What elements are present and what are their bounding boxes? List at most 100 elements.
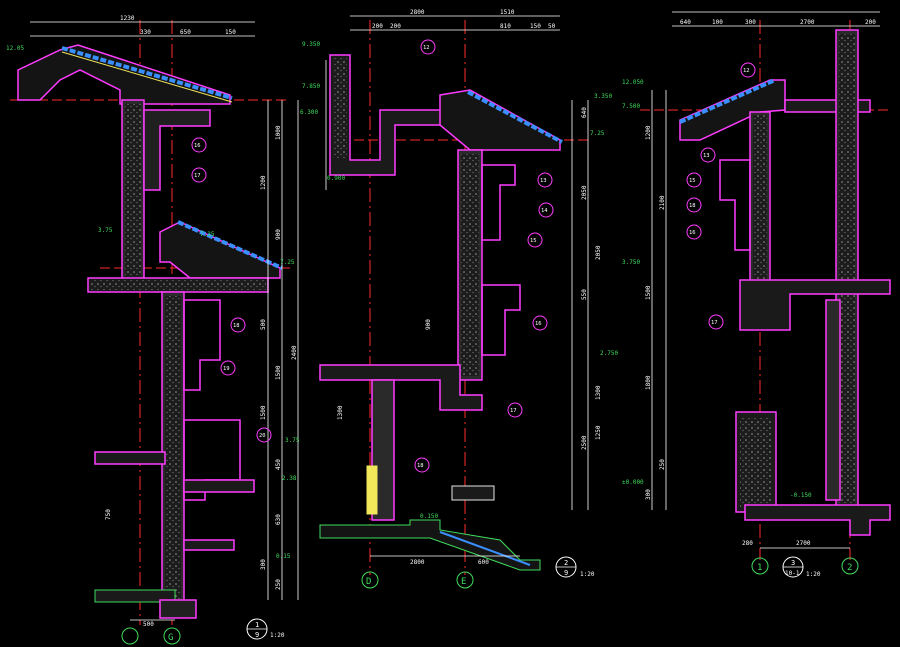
axis-bubble-label: 2	[847, 563, 852, 573]
roof-tiles	[467, 90, 563, 144]
level-mark: 3.350	[594, 93, 612, 100]
axis-bubble	[361, 571, 379, 589]
top-dimension-label: 640	[680, 19, 691, 26]
vertical-dimension-label: 1500	[645, 285, 652, 300]
vertical-dimension-label: 2500	[581, 435, 588, 450]
wall-column-fill	[125, 104, 141, 286]
detail-callout	[256, 427, 272, 443]
top-dimension-label: 1510	[500, 9, 515, 16]
window-frame	[481, 164, 516, 241]
top-dimension-label: 810	[500, 23, 511, 30]
level-mark: 7.25	[280, 259, 295, 266]
window-frame	[719, 159, 751, 251]
section-1-group	[10, 20, 299, 625]
vertical-dimension-label: 250	[659, 459, 666, 470]
detail-callout	[700, 147, 716, 163]
balcony-slab	[94, 451, 166, 465]
foundation	[159, 599, 197, 619]
axis-bubble	[121, 627, 139, 645]
detail-callout-label: 18	[417, 463, 424, 469]
vertical-dimension-label: 750	[105, 509, 112, 520]
level-mark: 9.350	[302, 41, 320, 48]
vertical-dimension-label: 1200	[645, 125, 652, 140]
vertical-dimension-label: 300	[645, 489, 652, 500]
section-2-group	[319, 15, 590, 575]
detail-callout-label: 12	[423, 45, 430, 51]
wall-return	[143, 109, 211, 191]
wall-column	[825, 299, 841, 501]
detail-callout-label: 19	[223, 366, 230, 372]
top-dimension-label: 150	[225, 29, 236, 36]
vertical-dimension-label: 1500	[275, 365, 282, 380]
roof-eave	[439, 89, 561, 151]
vertical-dimension-label: 630	[275, 514, 282, 525]
detail-callout-label: 16	[689, 230, 696, 236]
level-mark: 7.500	[622, 103, 640, 110]
bottom-dimension-label: 2800	[410, 559, 425, 566]
section-number: 1	[255, 621, 259, 629]
roof-eave	[17, 44, 231, 105]
level-mark: 3.75	[285, 437, 300, 444]
ground-slab	[744, 504, 891, 536]
ground-slab	[94, 589, 176, 603]
vertical-dimension-label: 1000	[275, 125, 282, 140]
level-mark: 6.300	[300, 109, 318, 116]
axis-bubble	[841, 557, 859, 575]
vertical-dimension-label: 900	[425, 319, 432, 330]
detail-callout	[191, 137, 207, 153]
section-2-detail-refs: 12 13 14 15 16 17 18	[414, 39, 554, 473]
detail-callout-label: 15	[530, 238, 537, 244]
detail-callout	[532, 315, 548, 331]
detail-callout-label: 16	[535, 321, 542, 327]
top-dimension-label: 2800	[410, 9, 425, 16]
roof-mid	[159, 221, 281, 279]
wall-column-fill	[461, 154, 479, 376]
level-mark: 0.15	[276, 553, 291, 560]
bottom-dimension-label: 2700	[796, 540, 811, 547]
vertical-dimension-label: 450	[275, 459, 282, 470]
section-sheet: 9	[564, 569, 568, 577]
section-scale: 1:20	[806, 571, 821, 578]
vertical-dimension-label: 2050	[595, 245, 602, 260]
vertical-dimension-label: 300	[260, 559, 267, 570]
detail-callout-label: 18	[233, 323, 240, 329]
level-mark: 2.750	[600, 350, 618, 357]
detail-callout	[686, 172, 702, 188]
vertical-dimension-label: 1500	[260, 405, 267, 420]
detail-callout	[507, 402, 523, 418]
section-scale: 1:20	[580, 571, 595, 578]
vertical-dimension-label: 250	[275, 579, 282, 590]
vertical-dimension-label: 1300	[595, 385, 602, 400]
section-1-labels: 1230 330 650 150 12.05 7.25 7.25 3.75 3.…	[6, 15, 300, 628]
top-dimension-label: 100	[712, 19, 723, 26]
top-dimension-label: 200	[372, 23, 383, 30]
level-mark: ±0.000	[622, 479, 644, 486]
section-number: 3	[791, 559, 795, 567]
vertical-dimension-label: 500	[260, 319, 267, 330]
level-mark: 12.05	[6, 45, 24, 52]
top-dimension-label: 300	[745, 19, 756, 26]
level-mark: 2.38	[282, 475, 297, 482]
roof-tiles	[679, 78, 776, 124]
roof-tiles	[61, 46, 233, 100]
vertical-dimension-label: 2050	[581, 185, 588, 200]
detail-callout-label: 17	[510, 408, 517, 414]
detail-callout	[740, 62, 756, 78]
floor-slab-fill	[90, 280, 266, 290]
axis-bubble-label: E	[461, 577, 466, 587]
detail-callout	[220, 360, 236, 376]
level-mark: 7.850	[302, 83, 320, 90]
wall-column-fill	[165, 296, 181, 608]
section-1-detail-refs: 16 17 18 19 20	[191, 137, 272, 443]
window-sill	[183, 479, 255, 493]
parapet-fill	[333, 58, 347, 158]
vertical-dimension-label: 640	[581, 107, 588, 118]
axis-bubble-label: 1	[757, 563, 762, 573]
roof-mid-tiles	[177, 220, 283, 270]
detail-callout-label: 13	[540, 178, 547, 184]
axis-bubble	[163, 627, 181, 645]
level-mark: 3.75	[98, 227, 113, 234]
window-frame	[183, 299, 221, 391]
